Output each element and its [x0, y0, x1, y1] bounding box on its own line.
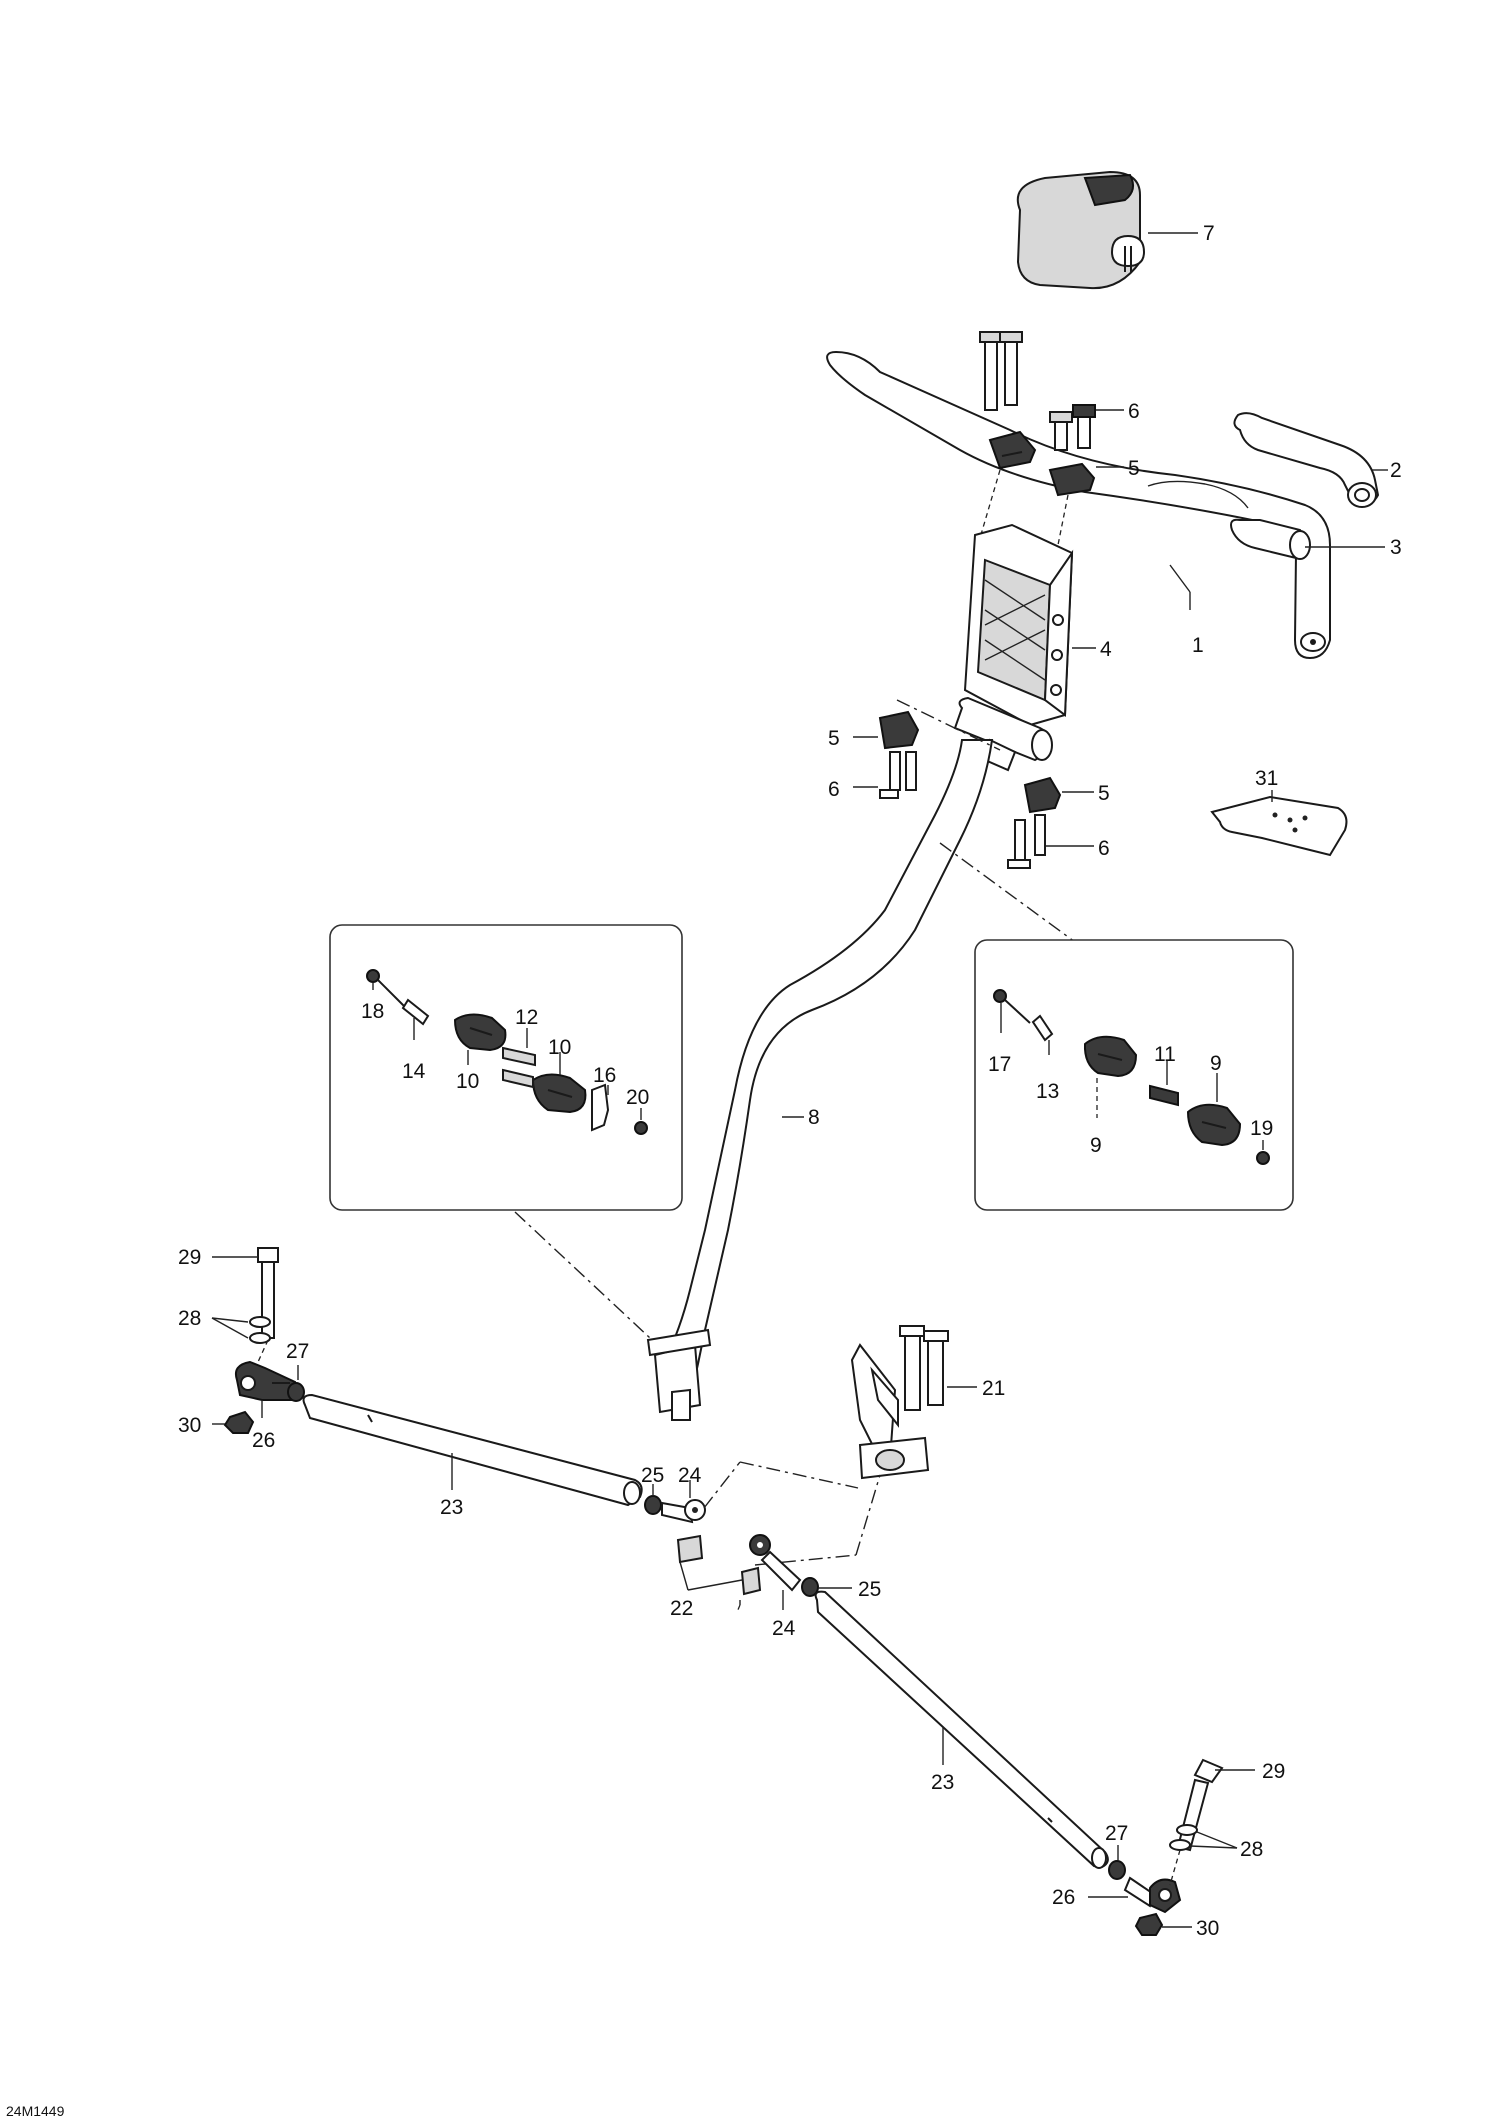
callout-31: 31 — [1255, 767, 1278, 790]
callout-5a: 5 — [1128, 457, 1140, 480]
callout-23a: 23 — [440, 1496, 463, 1519]
callout-6b: 6 — [828, 778, 840, 801]
inset-right — [974, 939, 1294, 1211]
callout-5b: 5 — [828, 727, 840, 750]
handlebar-pad — [1016, 170, 1146, 290]
callout-28b: 28 — [1240, 1838, 1263, 1861]
callout-17: 17 — [988, 1053, 1011, 1076]
callout-10b: 10 — [548, 1036, 571, 1059]
callout-22: 22 — [670, 1597, 693, 1620]
callout-4: 4 — [1100, 638, 1112, 661]
callout-27a: 27 — [286, 1340, 309, 1363]
steering-plate — [1210, 795, 1348, 857]
riser-block — [963, 523, 1074, 727]
callout-8: 8 — [808, 1106, 820, 1129]
left-tie-rod-end — [223, 1247, 305, 1434]
callout-18: 18 — [361, 1000, 384, 1023]
callout-27b: 27 — [1105, 1822, 1128, 1845]
right-tie-rod — [814, 1590, 1109, 1869]
callout-26a: 26 — [252, 1429, 275, 1452]
callout-13: 13 — [1036, 1080, 1059, 1103]
upper-clamp-bolts — [979, 331, 1096, 451]
left-tie-rod — [302, 1393, 643, 1507]
callout-2: 2 — [1390, 459, 1402, 482]
callout-11: 11 — [1154, 1043, 1176, 1066]
callout-6c: 6 — [1098, 837, 1110, 860]
callout-30a: 30 — [178, 1414, 201, 1437]
right-inner-rod-end — [740, 1534, 819, 1597]
callout-29b: 29 — [1262, 1760, 1285, 1783]
callout-28a: 28 — [178, 1307, 201, 1330]
callout-21: 21 — [982, 1377, 1005, 1400]
callout-9a: 9 — [1210, 1052, 1222, 1075]
callout-16: 16 — [593, 1064, 616, 1087]
grip — [1233, 412, 1380, 508]
lower-left-clamp — [878, 710, 920, 799]
callout-9b: 9 — [1090, 1134, 1102, 1157]
callout-10a: 10 — [456, 1070, 479, 1093]
drawing-code: 24M1449 — [6, 2103, 65, 2119]
callout-20: 20 — [626, 1086, 649, 1109]
callout-24a: 24 — [678, 1464, 702, 1487]
left-inner-rod-end — [644, 1495, 706, 1564]
callout-25b: 25 — [858, 1578, 881, 1601]
callout-6a: 6 — [1128, 400, 1140, 423]
callout-23b: 23 — [931, 1771, 954, 1794]
callout-29a: 29 — [178, 1246, 201, 1269]
callout-3: 3 — [1390, 536, 1402, 559]
inset-left — [329, 924, 683, 1211]
callout-14: 14 — [402, 1060, 426, 1083]
callout-26b: 26 — [1052, 1886, 1075, 1909]
callout-12: 12 — [515, 1006, 538, 1029]
callout-30b: 30 — [1196, 1917, 1219, 1940]
callout-1: 1 — [1192, 634, 1204, 657]
pitman-bracket — [850, 1325, 949, 1480]
steering-column — [646, 696, 1053, 1421]
right-tie-rod-end — [1108, 1758, 1224, 1936]
callout-19: 19 — [1250, 1117, 1273, 1140]
callout-24b: 24 — [772, 1617, 796, 1640]
heated-grip — [1147, 480, 1311, 560]
lower-right-clamp — [1007, 776, 1062, 869]
upper-clamp-caps — [988, 430, 1096, 497]
callout-25a: 25 — [641, 1464, 664, 1487]
handlebar — [826, 350, 1331, 660]
callout-7: 7 — [1203, 222, 1215, 245]
callout-5c: 5 — [1098, 782, 1110, 805]
